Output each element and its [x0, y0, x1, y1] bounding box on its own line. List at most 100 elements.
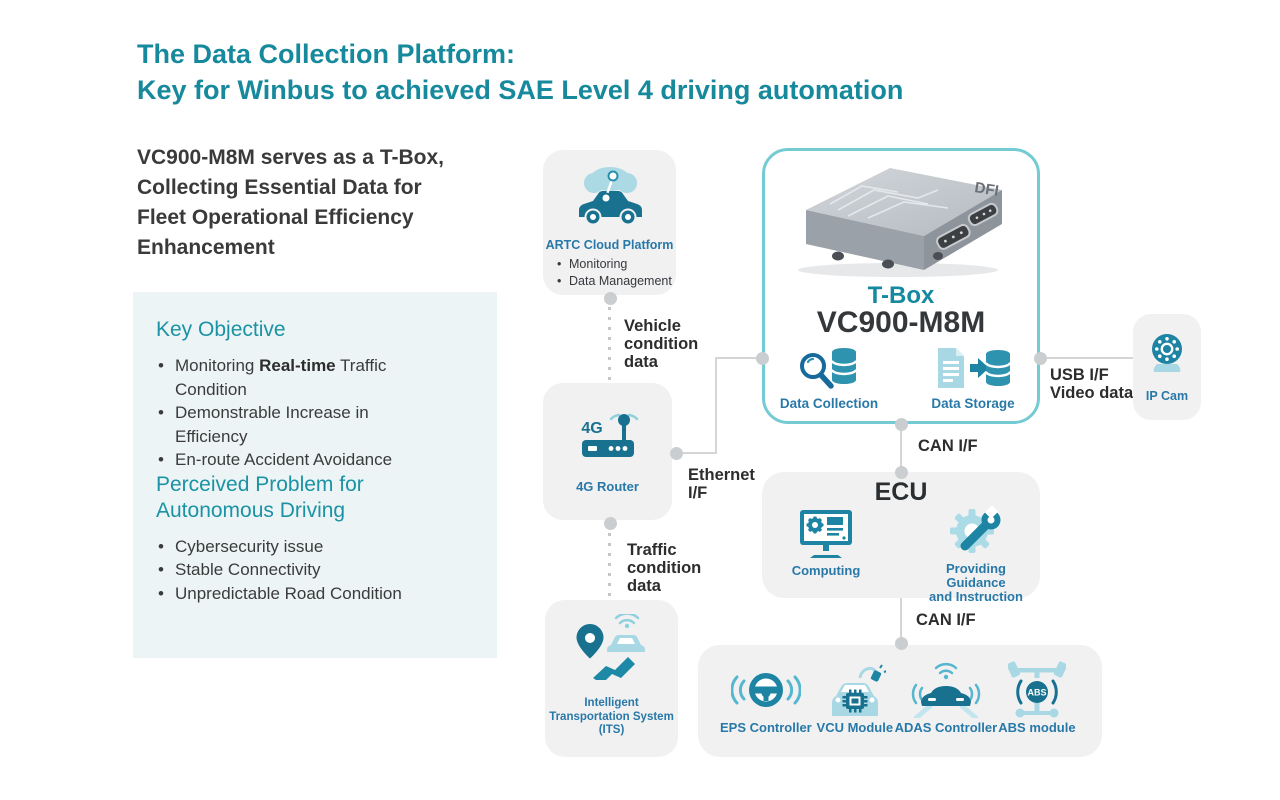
ipcam-node: IP Cam: [1133, 314, 1201, 420]
bullet-text: Stable Connectivity: [175, 560, 321, 579]
ecu-feature-guidance: Providing Guidance and Instruction: [920, 505, 1032, 604]
computing-label: Computing: [791, 563, 861, 578]
connector-dot: [755, 351, 769, 365]
intro-line: Fleet Operational Efficiency: [137, 206, 414, 229]
actuator-vcu: VCU Module: [812, 659, 898, 757]
list-item: • En-route Accident Avoidance: [158, 448, 479, 472]
its-node: Intelligent Transportation System (ITS): [545, 600, 678, 757]
tbox-device-photo: DFI: [778, 152, 1024, 280]
intelligent-transportation-icon: [573, 612, 651, 685]
its-label-line: Transportation System: [549, 710, 674, 723]
tbox-feature-storage: Data Storage: [917, 344, 1029, 411]
its-label-line: (ITS): [598, 724, 625, 736]
computing-icon: [799, 510, 853, 558]
data-storage-icon: [934, 344, 1012, 392]
connector-can-top: [900, 424, 902, 472]
bullet-marker: •: [158, 536, 164, 556]
intro-line: Collecting Essential Data for: [137, 176, 422, 199]
bullet-marker: •: [158, 583, 164, 603]
connector-dot: [1033, 351, 1047, 365]
connector-ethernet-seg1: [716, 357, 764, 359]
usb-if-label: USB I/F Video data: [1050, 366, 1134, 402]
eps-label: EPS Controller: [720, 720, 812, 735]
guidance-label: Providing Guidance and Instruction: [929, 561, 1023, 604]
intro-line: VC900-M8M serves as a T-Box,: [137, 146, 444, 169]
guidance-icon: [945, 505, 1007, 558]
abs-badge: ABS: [1027, 688, 1046, 698]
bullet-marker: •: [158, 560, 164, 579]
ecu-feature-computing: Computing: [770, 510, 882, 604]
bullet-text: En-route Accident Avoidance: [175, 450, 393, 469]
connector-dot: [669, 446, 683, 460]
tbox-device-logo: DFI: [973, 179, 1000, 200]
artc-bullet: • Data Management: [557, 273, 672, 290]
vehicle-condition-data-label: Vehicle condition data: [624, 317, 699, 371]
list-item: • Cybersecurity issue: [158, 535, 479, 559]
vcu-module-icon: [824, 659, 886, 721]
cloud-car-icon: [572, 162, 648, 233]
actuator-abs: ABS ABS module: [994, 659, 1080, 757]
connector-ethernet-seg3: [678, 452, 717, 454]
list-item: • Unpredictable Road Condition: [158, 582, 479, 606]
bullet-text: Demonstrable Increase in Efficiency: [175, 403, 369, 446]
connector-artc-router: [608, 307, 611, 381]
tbox-feature-collection: Data Collection: [773, 344, 885, 411]
can-if-top-label: CAN I/F: [918, 437, 978, 455]
artc-label: ARTC Cloud Platform: [545, 238, 674, 252]
perceived-problem-list: • Cybersecurity issue • Stable Connectiv…: [158, 535, 479, 606]
page-title-line2: Key for Winbus to achieved SAE Level 4 d…: [137, 75, 904, 105]
perceived-problem-heading: Perceived Problem for Autonomous Driving: [156, 472, 364, 522]
list-item: • Monitoring Real-time Traffic Condition: [158, 354, 479, 401]
router-node: 4G 4G Router: [543, 383, 672, 520]
adas-label: ADAS Controller: [894, 720, 998, 735]
bullet-marker: •: [158, 450, 164, 469]
artc-cloud-node: ARTC Cloud Platform • Monitoring • Data …: [543, 150, 676, 295]
bullet-text: Data Management: [569, 273, 672, 288]
eps-controller-icon: [730, 659, 801, 721]
connector-dot: [894, 465, 908, 479]
intro-paragraph: VC900-M8M serves as a T-Box, Collecting …: [137, 143, 444, 263]
traffic-condition-data-label: Traffic condition data: [627, 541, 702, 595]
list-item: • Stable Connectivity: [158, 558, 479, 582]
vcu-label: VCU Module: [816, 720, 894, 735]
its-label-line: Intelligent: [584, 697, 639, 709]
connector-dot: [894, 417, 908, 431]
data-collection-label: Data Collection: [779, 396, 879, 411]
connector-dot: [603, 516, 617, 530]
connector-ethernet-seg2: [715, 357, 717, 453]
intro-line: Enhancement: [137, 236, 275, 259]
bullet-marker: •: [158, 356, 164, 375]
data-storage-label: Data Storage: [931, 396, 1015, 411]
router-4g-badge: 4G: [581, 420, 602, 437]
list-item: • Demonstrable Increase in Efficiency: [158, 401, 479, 448]
key-points-panel: Key Objective • Monitoring Real-time Tra…: [133, 292, 497, 658]
4g-router-icon: 4G: [575, 405, 641, 470]
connector-can-bottom: [900, 597, 902, 644]
artc-bullet: • Monitoring: [557, 256, 672, 273]
abs-module-icon: ABS: [1007, 659, 1066, 721]
actuator-eps: EPS Controller: [720, 659, 812, 757]
actuator-adas: ADAS Controller: [895, 659, 997, 757]
bullet-text: Cybersecurity issue: [175, 536, 324, 556]
tbox-title: T-Box: [867, 282, 935, 309]
connector-dot: [894, 636, 908, 650]
bullet-marker: •: [158, 403, 164, 422]
ethernet-if-label: Ethernet I/F: [688, 466, 755, 502]
ip-cam-icon: [1144, 330, 1190, 381]
bullet-text: Traffic Condition: [175, 356, 387, 399]
abs-label: ABS module: [998, 720, 1076, 735]
page-title-line1: The Data Collection Platform:: [137, 39, 516, 69]
key-objective-heading: Key Objective: [156, 318, 286, 341]
ipcam-label: IP Cam: [1145, 389, 1189, 403]
key-objective-list: • Monitoring Real-time Traffic Condition…: [158, 354, 479, 472]
tbox-model: VC900-M8M: [816, 306, 986, 339]
bullet-text: Unpredictable Road Condition: [175, 583, 402, 603]
ecu-title: ECU: [874, 478, 928, 506]
bullet-marker: •: [557, 273, 562, 288]
can-if-bottom-label: CAN I/F: [916, 611, 976, 629]
bullet-text: Monitoring: [569, 257, 628, 271]
bullet-text: Monitoring: [175, 356, 260, 375]
connector-dot: [603, 291, 617, 305]
connector-router-its: [608, 533, 611, 599]
router-label: 4G Router: [576, 479, 639, 494]
